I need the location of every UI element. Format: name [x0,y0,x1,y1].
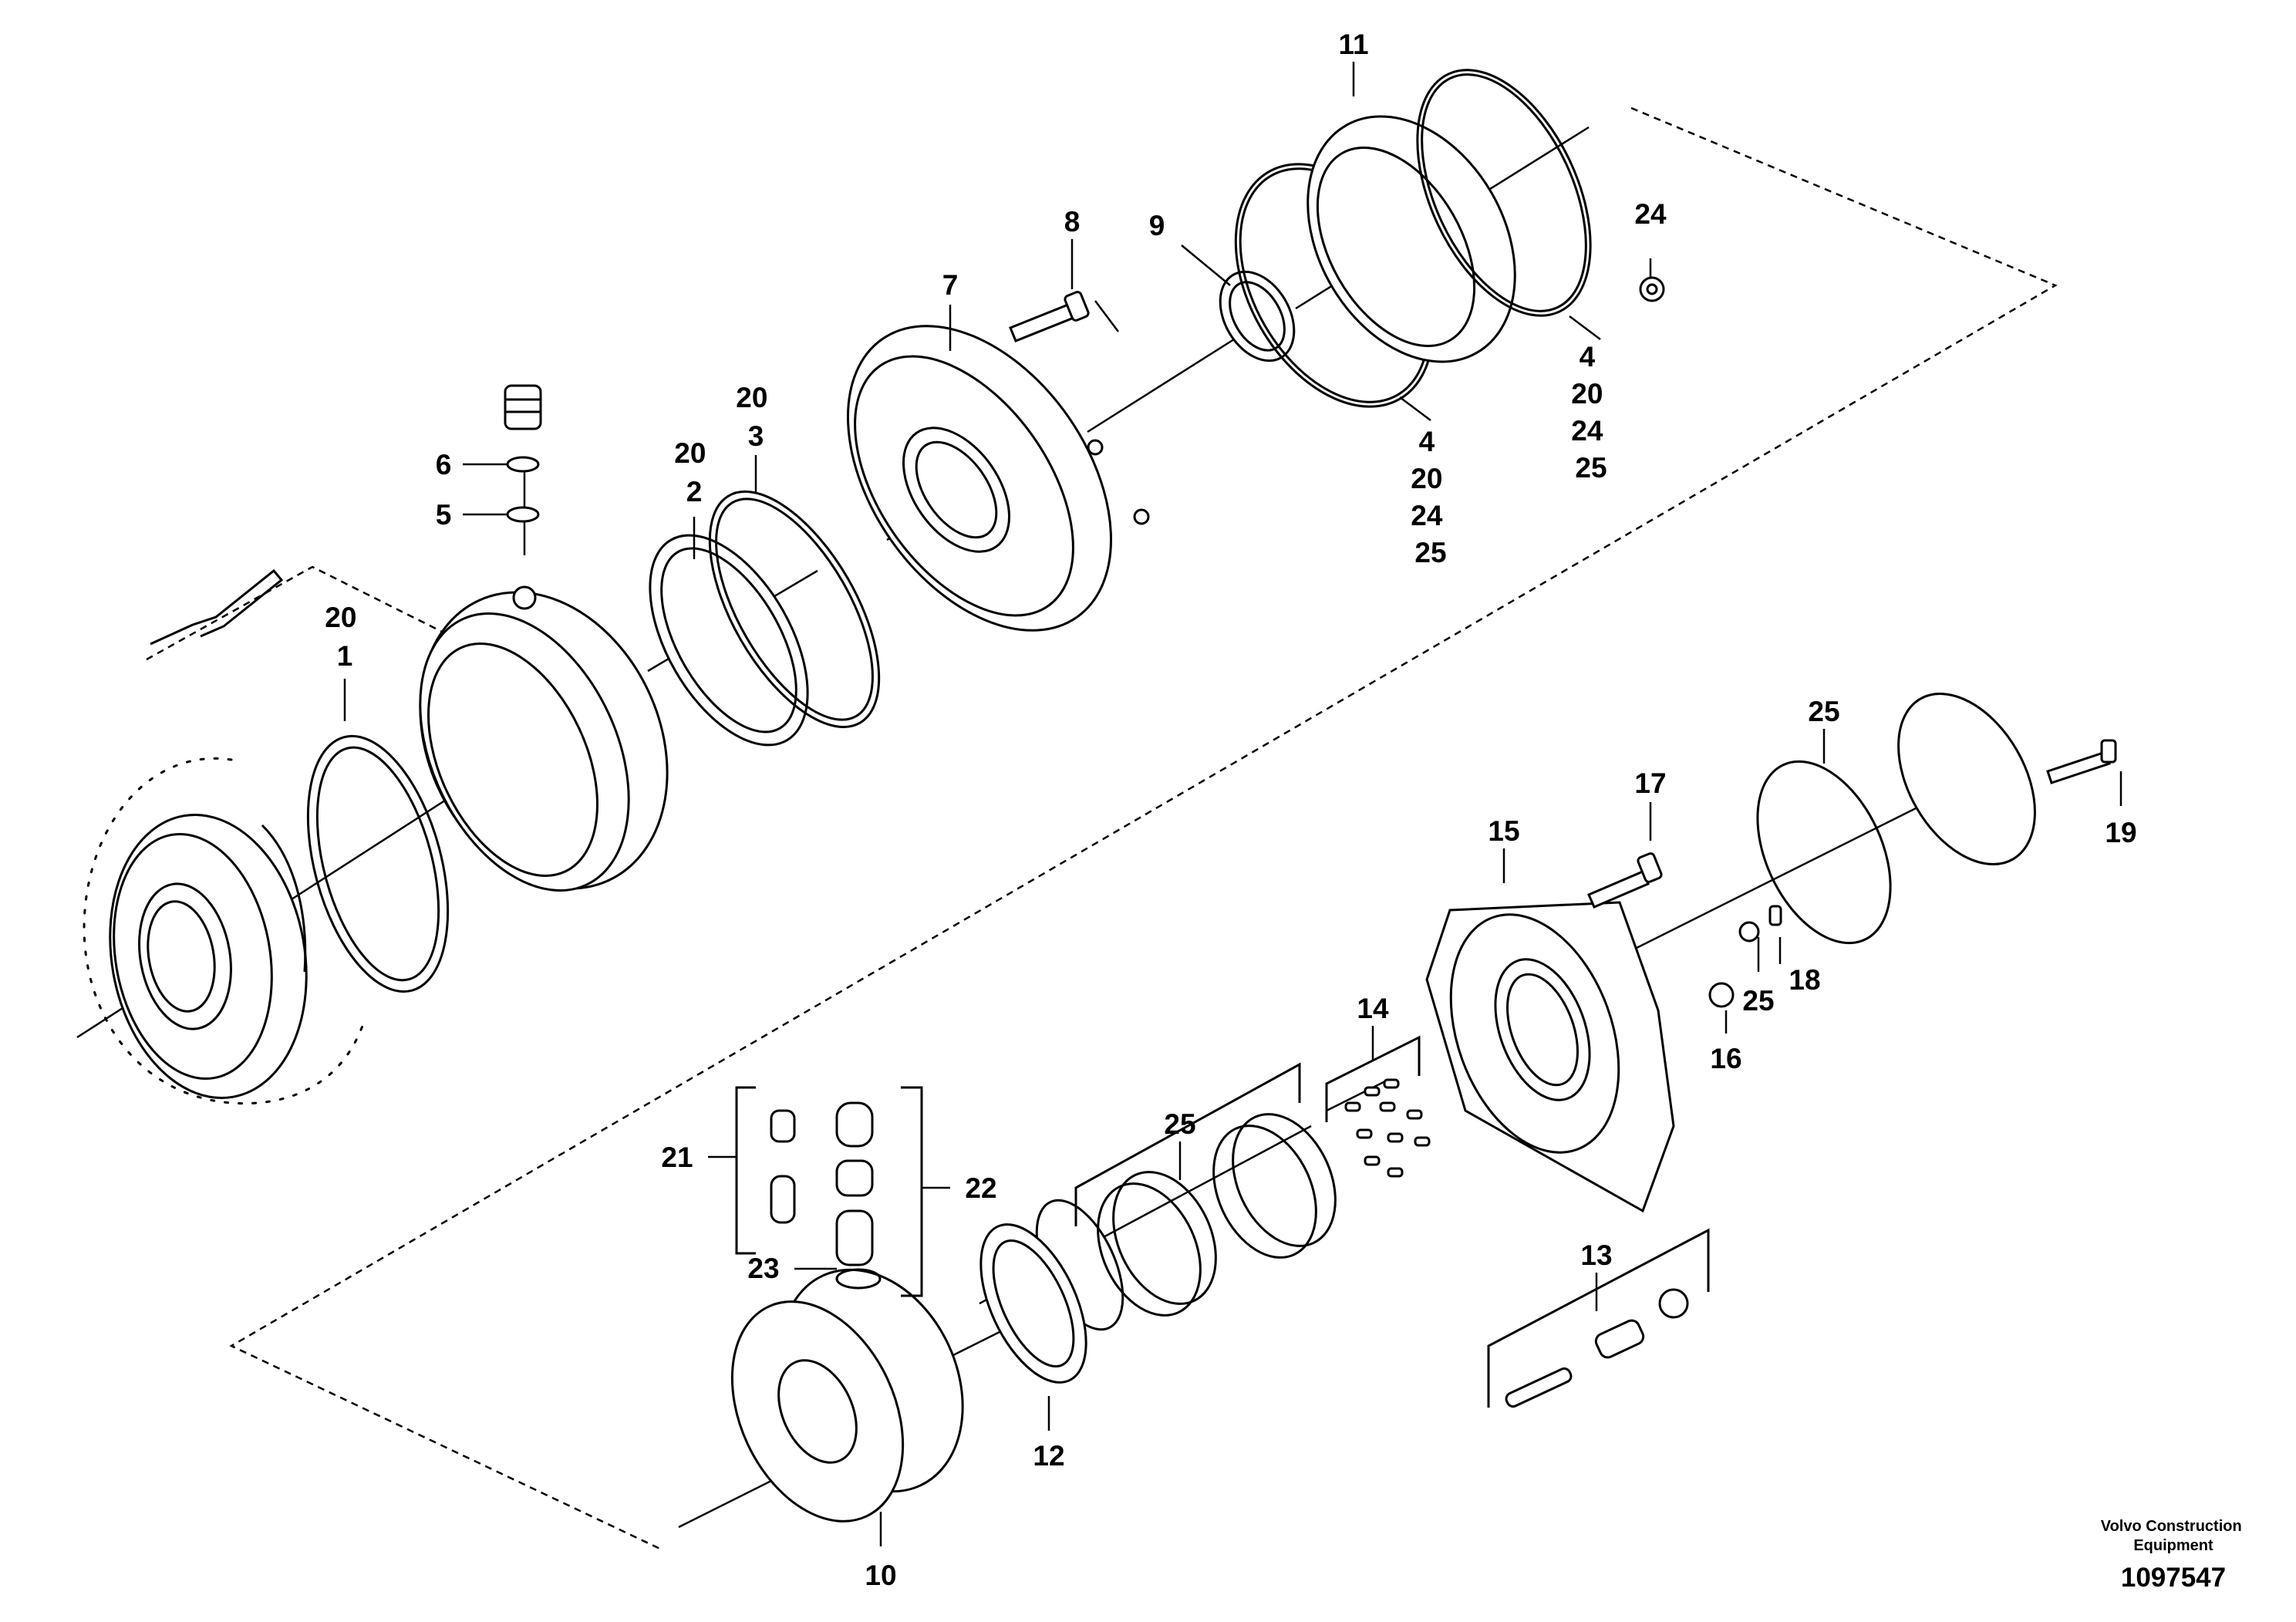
callout-1: 20 1 [325,602,364,672]
part-shim-ring [306,734,450,993]
brand-block: Volvo Construction Equipment 1097547 [2101,1518,2247,1593]
part-bolt [1009,291,1090,342]
part-o-ring [708,490,881,729]
part-springs [1074,1062,1337,1317]
callout-16: 16 [1710,1043,1741,1074]
part-housing-ring [419,585,669,892]
callout-9: 9 [1149,210,1165,241]
brand-name: Volvo Construction Equipment [2101,1518,2247,1554]
part-cover-plate [1897,693,2036,865]
part-13-kit [1487,1228,1710,1408]
part-plug [504,384,542,523]
part-rear-cover [1425,901,1675,1213]
callout-3: 20 3 [736,382,775,452]
callout-22: 22 [965,1172,996,1204]
part-o-ring-outer [1416,69,1592,317]
callout-19: 19 [2105,817,2136,848]
callout-5: 5 [436,499,452,531]
part-pin [150,568,284,646]
part-spline-flange [846,325,1113,632]
callout-18: 18 [1789,964,1820,996]
part-bearing [649,534,809,747]
dashed-frame [146,106,2058,1552]
part-hub-flange [83,757,364,1105]
part-nut [1639,276,1665,302]
leader-lines [343,62,2122,1546]
part-cylinder-block [730,1268,964,1523]
part-bolt-19 [2046,739,2117,784]
part-pins-14 [1325,1035,1431,1178]
callout-14: 14 [1357,993,1389,1024]
callout-24: 24 [1634,198,1667,230]
callout-15: 15 [1488,815,1519,847]
callout-25-o-ring: 25 [1808,696,1839,727]
callout-4-lower: 4 20 24 25 [1411,426,1450,568]
callout-8: 8 [1064,206,1081,238]
part-seal [1219,270,1296,363]
callout-12: 12 [1033,1440,1064,1472]
part-pistons [735,1086,923,1297]
part-screws [1087,439,1150,525]
part-cam-ring [1306,115,1516,363]
callout-labels: 20 1 20 2 20 3 4 20 24 25 4 20 24 25 5 6… [325,29,2136,1591]
callout-13: 13 [1580,1239,1612,1271]
callout-4-upper: 4 20 24 25 [1571,341,1610,484]
document-number: 1097547 [2121,1563,2226,1593]
part-plug-16 [1708,982,1735,1008]
callout-2: 20 2 [674,437,713,508]
part-screw-18 [1738,905,1782,943]
callout-10: 10 [865,1560,896,1591]
callout-17: 17 [1634,767,1666,799]
part-bolt-17 [1587,852,1663,909]
callout-25-springs: 25 [1164,1108,1195,1140]
callout-6: 6 [436,449,452,481]
part-distributor [979,1199,1124,1384]
callout-23: 23 [747,1253,779,1284]
callout-21: 21 [661,1141,693,1173]
callout-25-washer: 25 [1742,985,1774,1017]
part-o-ring-cover [1756,760,1892,945]
callout-7: 7 [942,269,959,301]
callout-11: 11 [1338,29,1368,60]
